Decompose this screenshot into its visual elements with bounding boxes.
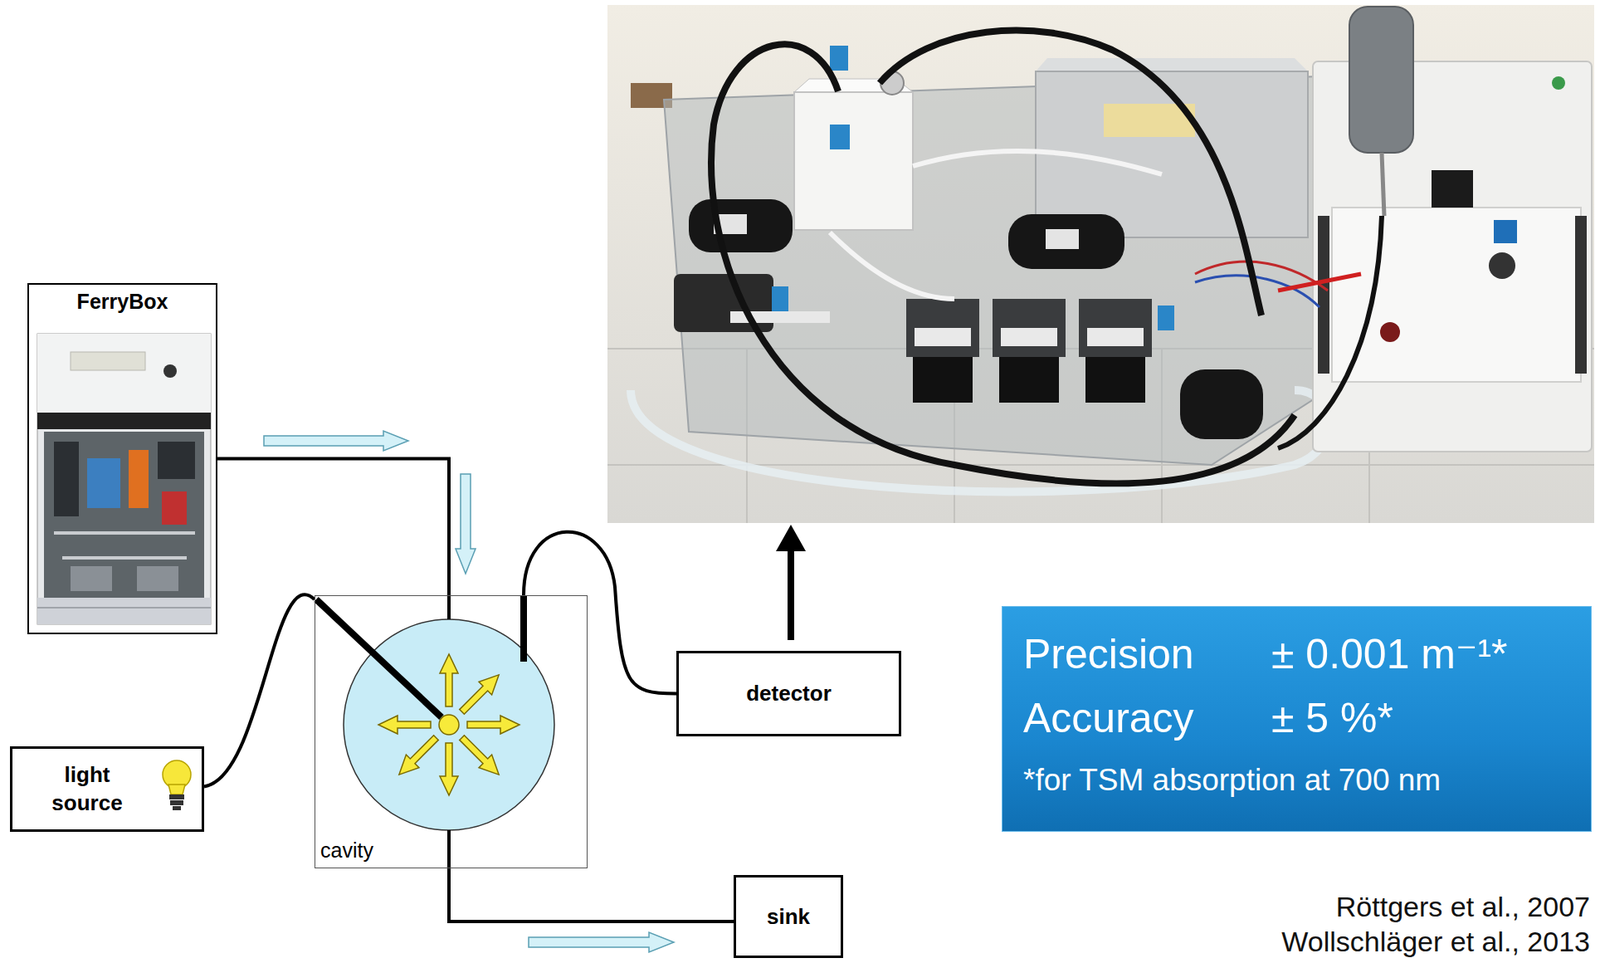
metric-value: ± 5 %* — [1271, 693, 1394, 742]
light-bulb-icon — [162, 760, 191, 810]
box-label-wrap: light source — [35, 760, 139, 818]
panel-title: FerryBox — [29, 289, 216, 314]
metric-value: ± 0.001 m⁻¹* — [1271, 629, 1508, 679]
instrument-photo — [607, 4, 1595, 523]
pointer-arrow — [775, 524, 806, 640]
pipe-connector — [217, 458, 449, 596]
spec-panel: Precision ± 0.001 m⁻¹* Accuracy ± 5 %* *for … — [1001, 605, 1592, 832]
box-label: light source — [35, 760, 139, 818]
metric-name: Precision — [1023, 629, 1195, 679]
ferrybox-photo — [37, 333, 211, 625]
reference-label: Wollschläger et al., 2013 — [1281, 924, 1591, 958]
light-source-box: light source — [9, 746, 205, 832]
fiber-connector — [523, 531, 677, 694]
cavity-box: cavity — [314, 595, 588, 869]
reference-label: Röttgers et al., 2007 — [1336, 889, 1591, 923]
pipe-connector — [448, 868, 734, 922]
metric-name: Accuracy — [1023, 693, 1195, 742]
ferrybox-panel: FerryBox — [27, 282, 218, 635]
box-label: sink — [766, 903, 810, 930]
sink-box: sink — [733, 874, 844, 958]
cavity-label: cavity — [320, 838, 374, 863]
cavity-interior — [316, 595, 555, 869]
detector-box: detector — [676, 650, 902, 737]
fiber-connector — [204, 594, 315, 786]
footnote: *for TSM absorption at 700 nm — [1023, 762, 1441, 798]
flow-arrows — [263, 430, 674, 952]
box-label: detector — [746, 680, 832, 707]
